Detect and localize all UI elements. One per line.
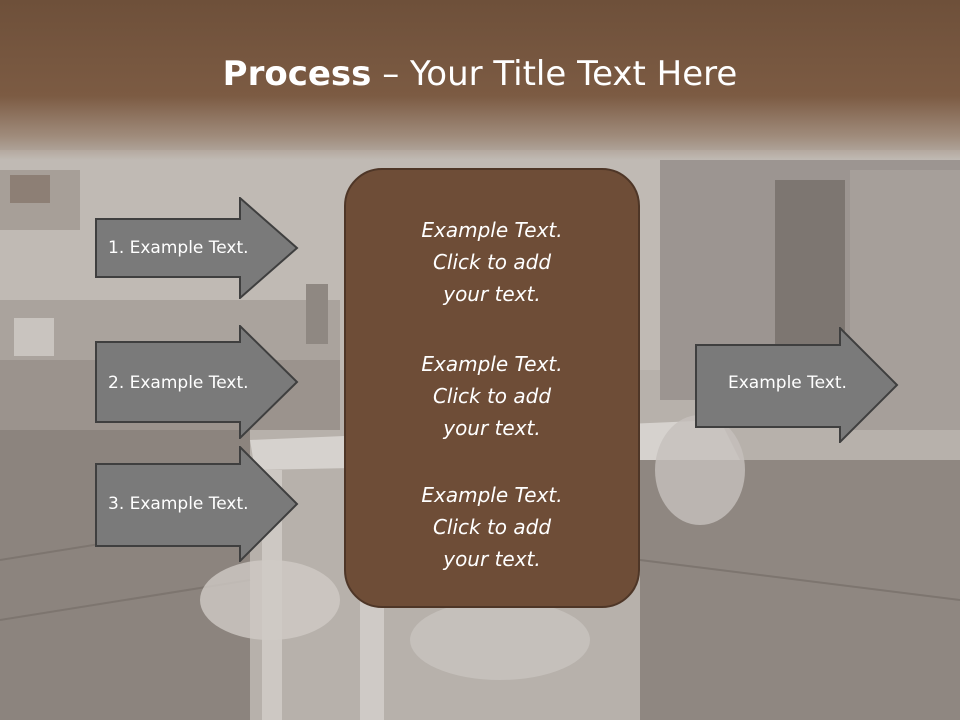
- step-label-3: 3. Example Text.: [108, 494, 249, 514]
- center-block-2: Example Text. Click to add your text.: [346, 348, 638, 444]
- center-block-3-line2: Click to add: [432, 515, 552, 539]
- step-arrow-1[interactable]: 1. Example Text.: [95, 197, 300, 299]
- center-block-2-line1: Example Text.: [421, 352, 563, 376]
- center-block-2-line3: your text.: [443, 416, 541, 440]
- center-block-1: Example Text. Click to add your text.: [346, 214, 638, 310]
- center-block-3-line1: Example Text.: [421, 483, 563, 507]
- center-block-3-line3: your text.: [443, 547, 541, 571]
- title-rest: Your Title Text Here: [410, 54, 738, 94]
- step-arrow-2[interactable]: 2. Example Text.: [95, 325, 300, 439]
- center-block-2-line2: Click to add: [432, 384, 552, 408]
- center-text-box[interactable]: Example Text. Click to add your text. Ex…: [344, 168, 640, 608]
- arrow-shape: [95, 325, 299, 439]
- step-arrow-3[interactable]: 3. Example Text.: [95, 446, 300, 562]
- slide-title[interactable]: Process – Your Title Text Here: [0, 52, 960, 96]
- center-block-1-line2: Click to add: [432, 250, 552, 274]
- arrow-shape: [695, 327, 899, 443]
- step-label-1: 1. Example Text.: [108, 238, 249, 258]
- arrow-shape: [95, 446, 299, 562]
- title-bold: Process: [222, 54, 372, 94]
- title-separator: –: [371, 54, 411, 94]
- center-block-3: Example Text. Click to add your text.: [346, 479, 638, 575]
- result-arrow[interactable]: Example Text.: [695, 327, 900, 443]
- title-band: [0, 0, 960, 160]
- center-block-1-line1: Example Text.: [421, 218, 563, 242]
- center-block-1-line3: your text.: [443, 282, 541, 306]
- result-label: Example Text.: [728, 373, 847, 393]
- arrow-shape: [95, 197, 299, 299]
- step-label-2: 2. Example Text.: [108, 373, 249, 393]
